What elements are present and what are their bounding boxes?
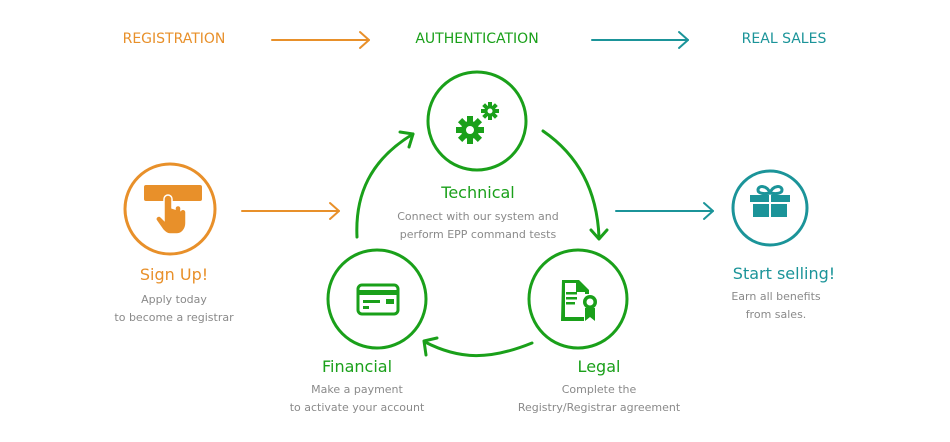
gift-icon [750, 185, 790, 217]
phase-label-real-sales: REAL SALES [741, 31, 827, 47]
start-selling-description-line: from sales. [745, 308, 807, 321]
financial-circle [326, 248, 428, 350]
financial-description-line: to activate your account [289, 401, 425, 414]
arrow-legal-to-financial [422, 336, 534, 358]
phase-label-registration: REGISTRATION [122, 31, 226, 47]
legal-title: Legal [577, 357, 621, 376]
arrow-signup-to-technical [241, 202, 340, 220]
gears-icon [456, 102, 499, 144]
sign-up-description: Apply today to become a registrar [114, 291, 233, 327]
start-selling-title: Start selling! [732, 264, 836, 283]
technical-description: Connect with our system and perform EPP … [397, 208, 559, 244]
technical-description-line: perform EPP command tests [399, 228, 557, 241]
financial-title: Financial [321, 357, 393, 376]
legal-description-line: Complete the [561, 383, 637, 396]
start-selling-circle [731, 169, 809, 247]
sign-up-description-line: to become a registrar [114, 311, 234, 324]
start-selling-description-line: Earn all benefits [731, 290, 821, 303]
certificate-document-icon [561, 280, 597, 321]
technical-description-line: Connect with our system and [397, 210, 559, 223]
legal-circle [527, 248, 629, 350]
start-selling-description: Earn all benefits from sales. [731, 288, 820, 324]
arrow-financial-to-technical [355, 130, 415, 239]
legal-description-line: Registry/Registrar agreement [517, 401, 681, 414]
financial-description: Make a payment to activate your account [290, 381, 425, 417]
phase-label-authentication: AUTHENTICATION [415, 31, 539, 47]
phase-arrow-authentication-to-real-sales [591, 31, 689, 49]
legal-description: Complete the Registry/Registrar agreemen… [518, 381, 680, 417]
arrow-technical-to-legal [541, 129, 609, 241]
arrow-cycle-to-start-selling [615, 202, 714, 220]
credit-card-icon [356, 283, 400, 316]
sign-up-title: Sign Up! [139, 265, 209, 284]
hand-pointer-button-icon [144, 185, 202, 235]
technical-title: Technical [441, 183, 515, 202]
phase-arrow-registration-to-authentication [271, 31, 370, 49]
financial-description-line: Make a payment [311, 383, 403, 396]
sign-up-description-line: Apply today [141, 293, 207, 306]
